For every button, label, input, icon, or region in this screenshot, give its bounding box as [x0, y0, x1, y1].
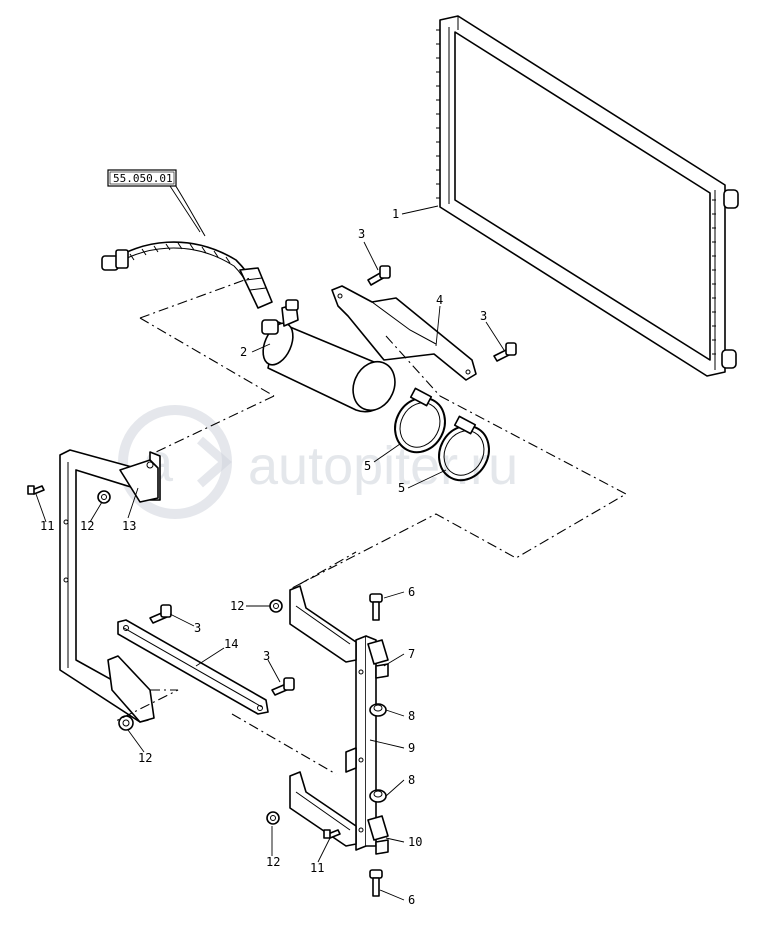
bolt-3-mid — [149, 604, 172, 624]
screw-11-upper — [27, 485, 45, 495]
callout-3-low: 3 — [263, 649, 270, 663]
callout-3-mid: 3 — [194, 621, 201, 635]
nut-12-upper — [97, 490, 111, 504]
callout-1: 1 — [392, 207, 399, 221]
wiring-harness — [101, 179, 273, 309]
callout-2: 2 — [240, 345, 247, 359]
callout-13: 13 — [122, 519, 136, 533]
callout-4: 4 — [436, 293, 443, 307]
reference-box: 55.050.01 — [107, 169, 177, 187]
hose-clamp-lower — [438, 415, 490, 482]
receiver-drier — [261, 299, 396, 413]
callout-6-lower: 6 — [408, 893, 415, 907]
callout-labels: 1 2 3 3 3 3 4 5 5 6 6 7 8 8 9 10 11 11 1… — [40, 207, 487, 907]
watermark: a autopiter.ru — [118, 405, 518, 519]
callout-8-upper: 8 — [408, 709, 415, 723]
bolt-3-upper — [367, 265, 391, 286]
support-plate-upper — [289, 585, 357, 663]
drier-mounting-bracket — [331, 285, 477, 381]
frame-bracket-13 — [59, 449, 161, 723]
screw-11-lower — [323, 829, 341, 839]
callout-11-lower: 11 — [310, 861, 324, 875]
callout-10: 10 — [408, 835, 422, 849]
callout-12-mid: 12 — [230, 599, 244, 613]
callout-12-upper: 12 — [80, 519, 94, 533]
callout-8-lower: 8 — [408, 773, 415, 787]
nut-12-left-low — [118, 715, 134, 731]
clip-7 — [367, 639, 389, 679]
callout-3-upper: 3 — [358, 227, 365, 241]
nut-12-mid — [269, 599, 283, 613]
callout-3-right: 3 — [480, 309, 487, 323]
callout-9: 9 — [408, 741, 415, 755]
nut-8-upper — [369, 703, 387, 717]
callout-5-upper: 5 — [364, 459, 371, 473]
leader-lines — [35, 185, 505, 901]
bolt-6-upper — [369, 593, 383, 621]
callout-5-lower: 5 — [398, 481, 405, 495]
flat-strap-14 — [117, 619, 269, 715]
reference-box-label: 55.050.01 — [113, 172, 173, 185]
nut-8-lower — [369, 789, 387, 803]
support-plate-lower — [289, 771, 357, 847]
bolt-3-right — [493, 342, 517, 362]
bolt-6-lower — [369, 869, 383, 897]
watermark-text: autopiter.ru — [248, 436, 518, 496]
hose-clamp-upper — [394, 387, 446, 454]
callout-7: 7 — [408, 647, 415, 661]
assembly-lines — [113, 277, 628, 775]
nut-12-bottom — [266, 811, 280, 825]
callout-12-left: 12 — [138, 751, 152, 765]
callout-12-bottom: 12 — [266, 855, 280, 869]
clip-10 — [367, 815, 389, 855]
callout-11-upper: 11 — [40, 519, 54, 533]
callout-6-upper: 6 — [408, 585, 415, 599]
condenser-radiator — [436, 15, 739, 377]
bolt-3-low — [271, 677, 295, 696]
callout-14: 14 — [224, 637, 238, 651]
mounting-rail-9 — [345, 635, 377, 851]
